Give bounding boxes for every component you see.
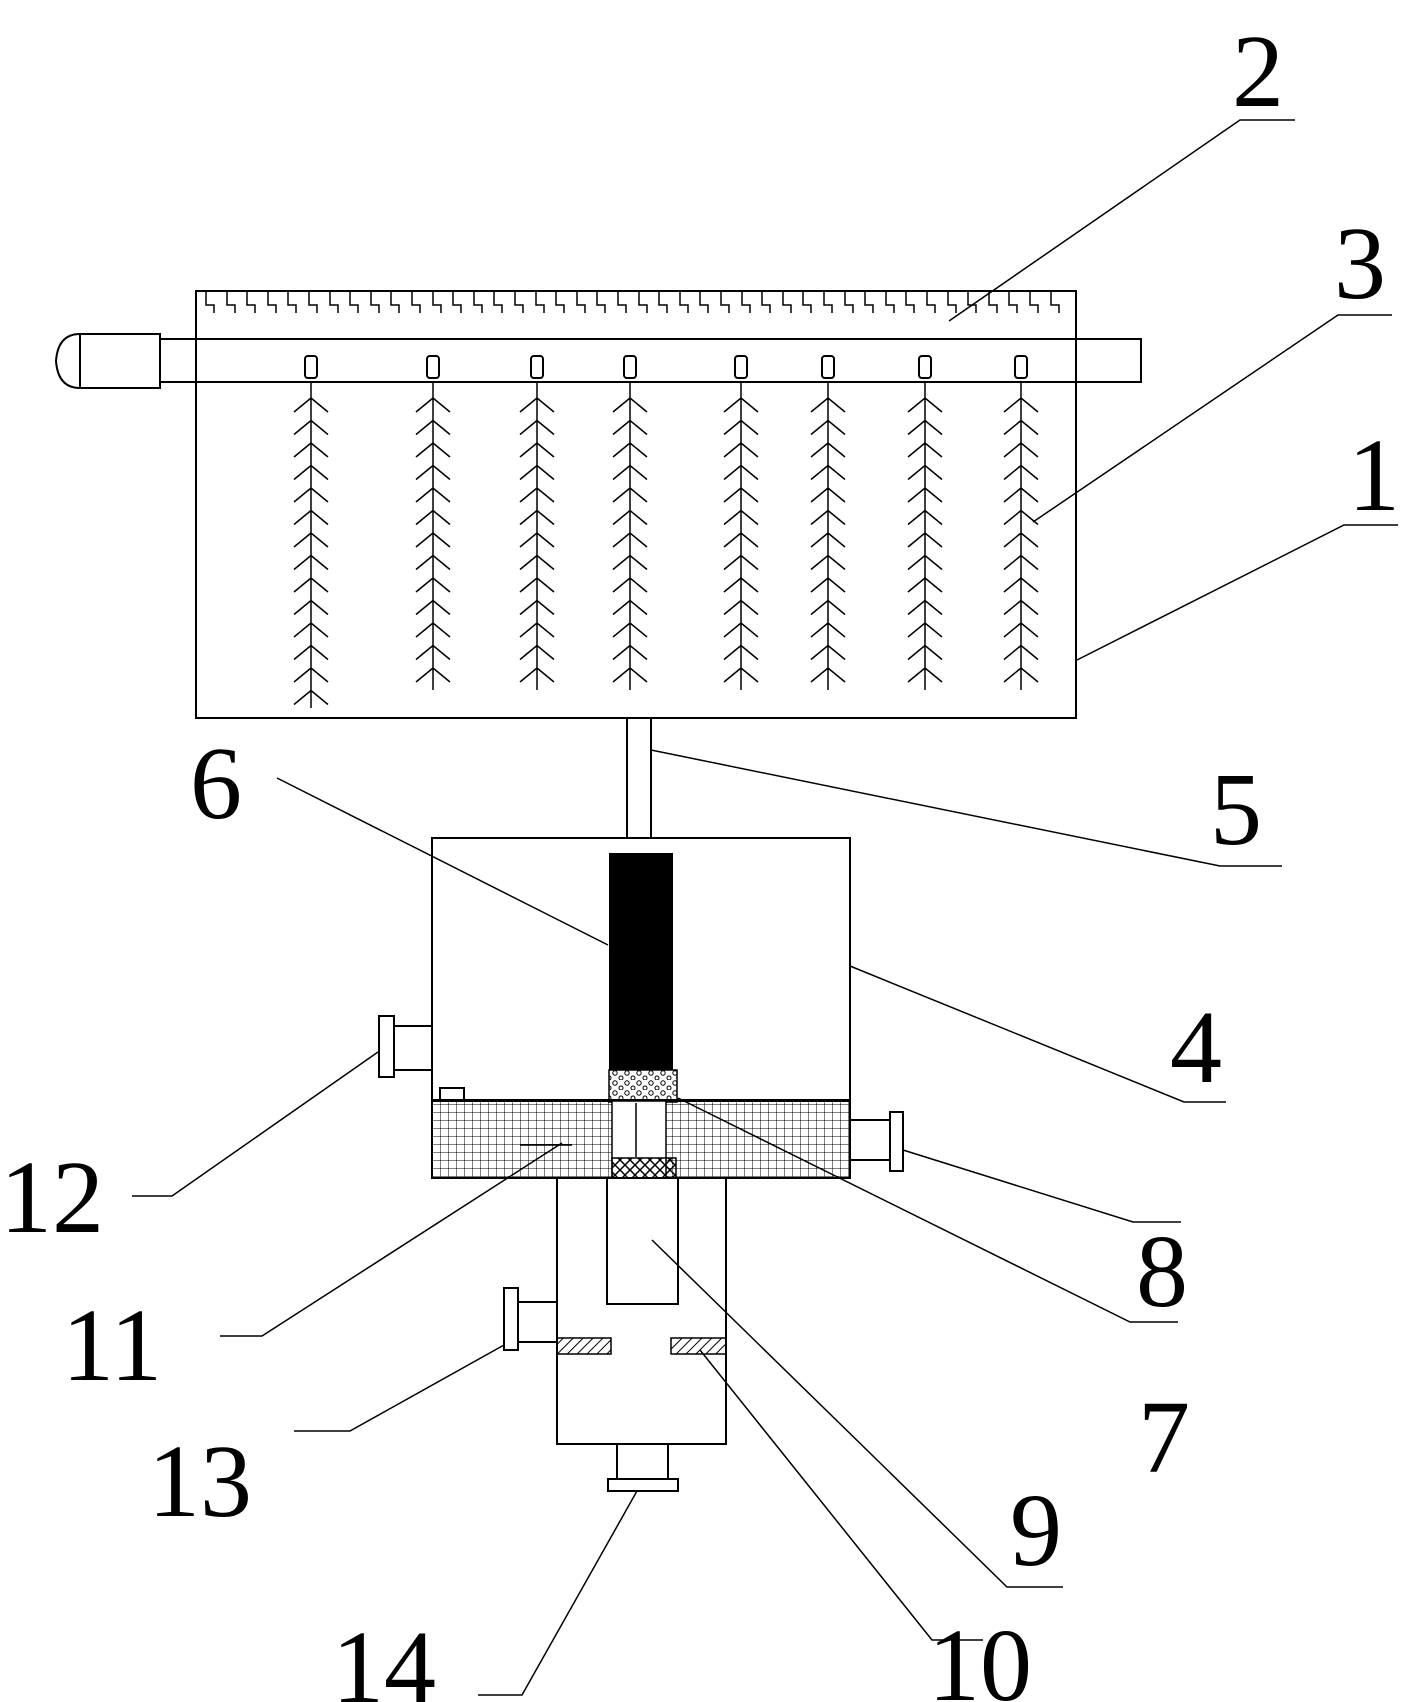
- brush-4: [612, 355, 648, 690]
- nozzle: [623, 355, 637, 379]
- brush-bristles: [293, 382, 329, 708]
- label-2: 2: [1232, 14, 1284, 129]
- label-14: 14: [332, 1610, 436, 1702]
- label-1: 1: [1348, 418, 1400, 533]
- comb-tooth: [205, 292, 1060, 313]
- label-5: 5: [1210, 752, 1262, 867]
- brush-bristles: [612, 382, 648, 690]
- brush-7: [907, 355, 943, 690]
- brush-1: [293, 355, 329, 708]
- small-block: [439, 1087, 465, 1101]
- right-baffle: [670, 1337, 727, 1355]
- part-labels: 2 3 1 6 5 4 12 8 11 7 13 9 14 10: [0, 14, 1400, 1702]
- label-6: 6: [190, 726, 242, 841]
- black-column: [609, 853, 673, 1070]
- label-4: 4: [1170, 990, 1222, 1105]
- label-7: 7: [1138, 1380, 1190, 1495]
- left-baffle: [556, 1337, 612, 1355]
- connecting-pipe: [626, 718, 652, 852]
- nozzle: [1014, 355, 1028, 379]
- brush-6: [810, 355, 846, 690]
- label-10: 10: [928, 1608, 1032, 1702]
- brush-bristles: [723, 382, 759, 690]
- nozzle: [918, 355, 932, 379]
- leader-lines: [132, 119, 1398, 1696]
- label-13: 13: [148, 1424, 252, 1539]
- lower-chamber: [503, 1177, 727, 1492]
- brush-bristles: [907, 382, 943, 690]
- nozzle: [734, 355, 748, 379]
- upper-tank: [54, 290, 1142, 719]
- label-11: 11: [62, 1288, 162, 1403]
- brush-bristles: [810, 382, 846, 690]
- label-9: 9: [1010, 1473, 1062, 1588]
- brush-5: [723, 355, 759, 690]
- left-flange: [378, 1015, 432, 1078]
- nozzle: [821, 355, 835, 379]
- label-8: 8: [1136, 1214, 1188, 1329]
- brush-2: [415, 355, 451, 690]
- comb-teeth: [205, 292, 1060, 313]
- nozzle: [304, 355, 318, 379]
- label-12: 12: [0, 1140, 104, 1255]
- brush-bristles: [519, 382, 555, 690]
- pellet-layer: [608, 1069, 678, 1103]
- brush-array: [293, 355, 1039, 708]
- nozzle: [426, 355, 440, 379]
- filter-grid-layer: [431, 1100, 851, 1179]
- middle-chamber: [431, 837, 851, 1103]
- brush-bristles: [415, 382, 451, 690]
- brush-3: [519, 355, 555, 690]
- right-flange: [850, 1111, 904, 1172]
- nozzle: [530, 355, 544, 379]
- brush-bristles: [1003, 382, 1039, 690]
- brush-8: [1003, 355, 1039, 690]
- label-3: 3: [1334, 206, 1386, 321]
